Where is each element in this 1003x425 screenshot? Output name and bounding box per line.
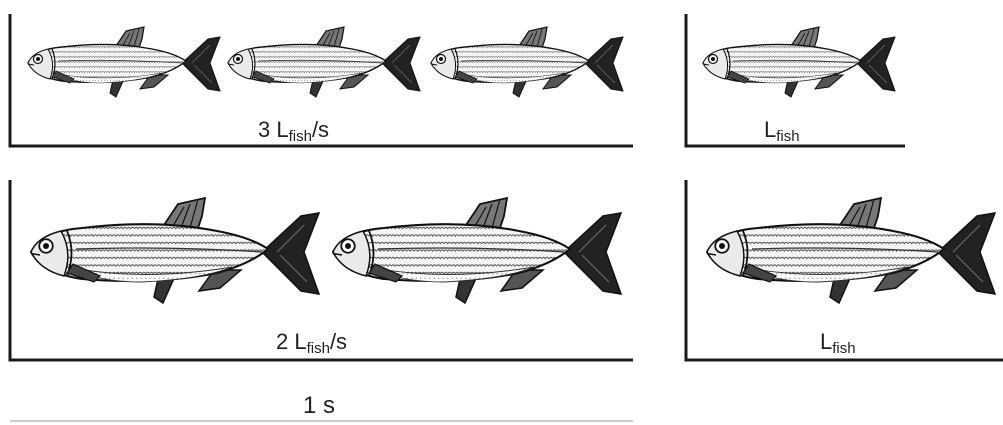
speed-label-row-2: 2 Lfish/s: [276, 329, 347, 357]
fish-icon: [31, 198, 319, 303]
fish-icon: [703, 27, 895, 97]
fish-icon: [228, 27, 420, 97]
fish-icon: [431, 27, 623, 97]
time-label: 1 s: [303, 392, 335, 420]
length-label-row-2: Lfish: [820, 329, 856, 357]
fish-icon: [707, 198, 995, 303]
speed-label-row-1: 3 Lfish/s: [258, 117, 329, 145]
fish-icon: [28, 27, 220, 97]
length-label-row-1: Lfish: [764, 117, 800, 145]
fish-icon: [333, 198, 621, 303]
